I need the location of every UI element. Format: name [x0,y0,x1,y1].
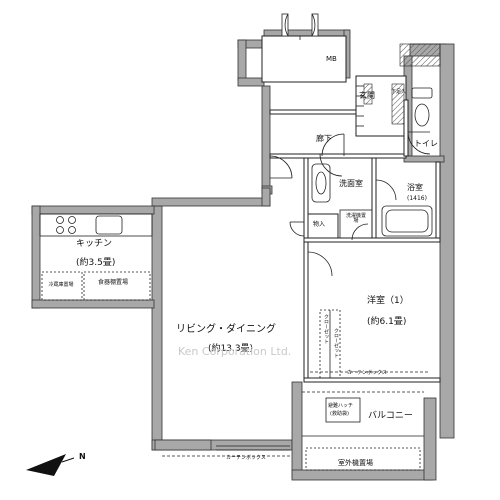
mb-label: MB [326,55,337,63]
outdoor-unit-label: 室外機置場 [338,459,373,467]
emergency-hatch-label-1: 避難ハッチ [328,403,354,409]
closet-label-2: クローゼット [333,328,339,358]
mb-doors [281,13,319,40]
compass-arrow [26,454,75,476]
balcony-label: バルコニー [368,411,413,421]
shoe-storage-label: 下足入 [391,89,407,95]
storage-label: 物入 [313,221,326,228]
fixtures [39,87,433,471]
washer-area-label: 洗濯機置場 [345,213,366,224]
fridge-area-label: 冷蔵庫置場 [48,282,74,288]
emergency-hatch-label-2: (救助袋) [330,411,349,417]
corridor-label: 廊下 [316,134,332,143]
cupboard-area-label: 食器棚置場 [98,279,129,286]
curtain-box-label-1: カーテンボックス [347,370,387,376]
bath-size-label: (1416) [407,195,427,202]
living-size-label: (約13.3畳) [208,344,254,354]
watermark: Ken Corporation Ltd. [178,345,292,358]
compass-label: N [79,452,86,461]
kitchen-label: キッチン [76,239,113,249]
toilet-label: トイレ [414,139,438,148]
curtain-box-label-2: カーテンボックス [226,455,266,461]
hatched-areas [363,43,441,125]
western-size-label: (約6.1畳) [367,317,407,327]
washroom-label: 洗面室 [339,179,363,188]
entrance-label: 玄関 [359,91,375,100]
bathroom-label: 浴室 [407,183,423,192]
closet-label-1: クローゼット [323,314,329,344]
western-room-label: 洋室（1） [367,296,409,306]
living-dining-label: リビング・ダイニング [176,324,276,335]
kitchen-size-label: (約3.5畳) [76,258,116,268]
door-swings [269,131,431,277]
entrance-steps [356,85,364,127]
